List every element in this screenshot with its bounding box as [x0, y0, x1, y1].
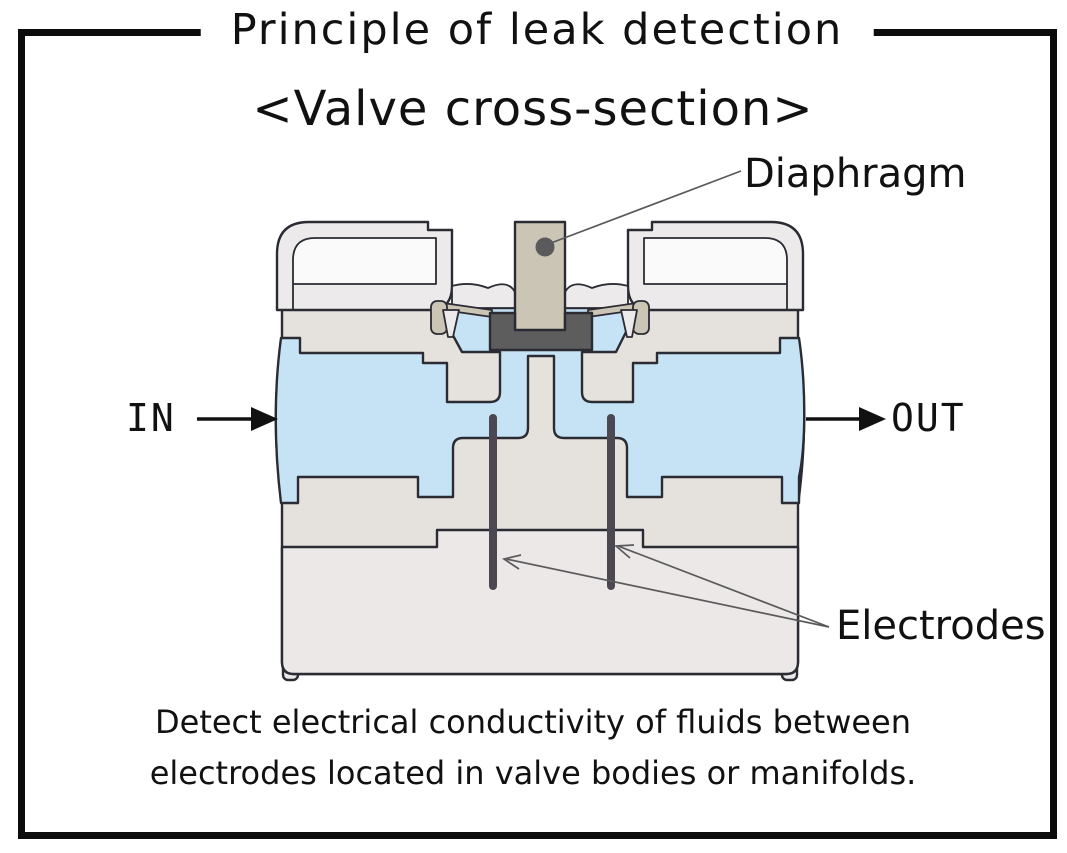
in-arrow-head: [251, 407, 278, 431]
electrodes: [489, 414, 615, 590]
outlet-label: OUT: [891, 396, 966, 440]
housing-right-cavity: [643, 237, 788, 311]
out-flow-arrow-icon: [806, 407, 886, 431]
caption-line-1: Detect electrical conductivity of fluids…: [154, 703, 912, 741]
electrodes-arrowhead-right: [613, 544, 635, 559]
electrodes-leader-line-right: [617, 545, 830, 628]
diaphragm-leader-dot: [535, 237, 555, 257]
caption-line-2: electrodes located in valve bodies or ma…: [149, 754, 917, 792]
valve-stem: [513, 220, 567, 336]
in-flow-arrow-icon: [197, 407, 278, 431]
diaphragm-leader-line: [550, 170, 742, 244]
annotations: [197, 170, 886, 628]
body-lower: [280, 528, 800, 676]
page-title: Principle of leak detection: [200, 2, 874, 58]
clamp-tab-left: [442, 309, 460, 338]
subtitle: <Valve cross-section>: [252, 81, 814, 137]
actuator-housing: [275, 220, 805, 312]
diaphragm-label: Diaphragm: [744, 151, 967, 197]
housing-left-cavity: [292, 237, 437, 311]
electrodes-label: Electrodes: [836, 603, 1046, 649]
inlet-label: IN: [126, 396, 176, 440]
electrodes-leader-line-left: [505, 558, 830, 628]
electrodes-arrowhead-left: [501, 554, 522, 570]
housing-base-right: [564, 283, 629, 309]
out-arrow-head: [859, 407, 886, 431]
valve-plug: [488, 311, 594, 352]
housing-base-left: [451, 283, 516, 309]
clamp-tab-right: [620, 309, 638, 338]
